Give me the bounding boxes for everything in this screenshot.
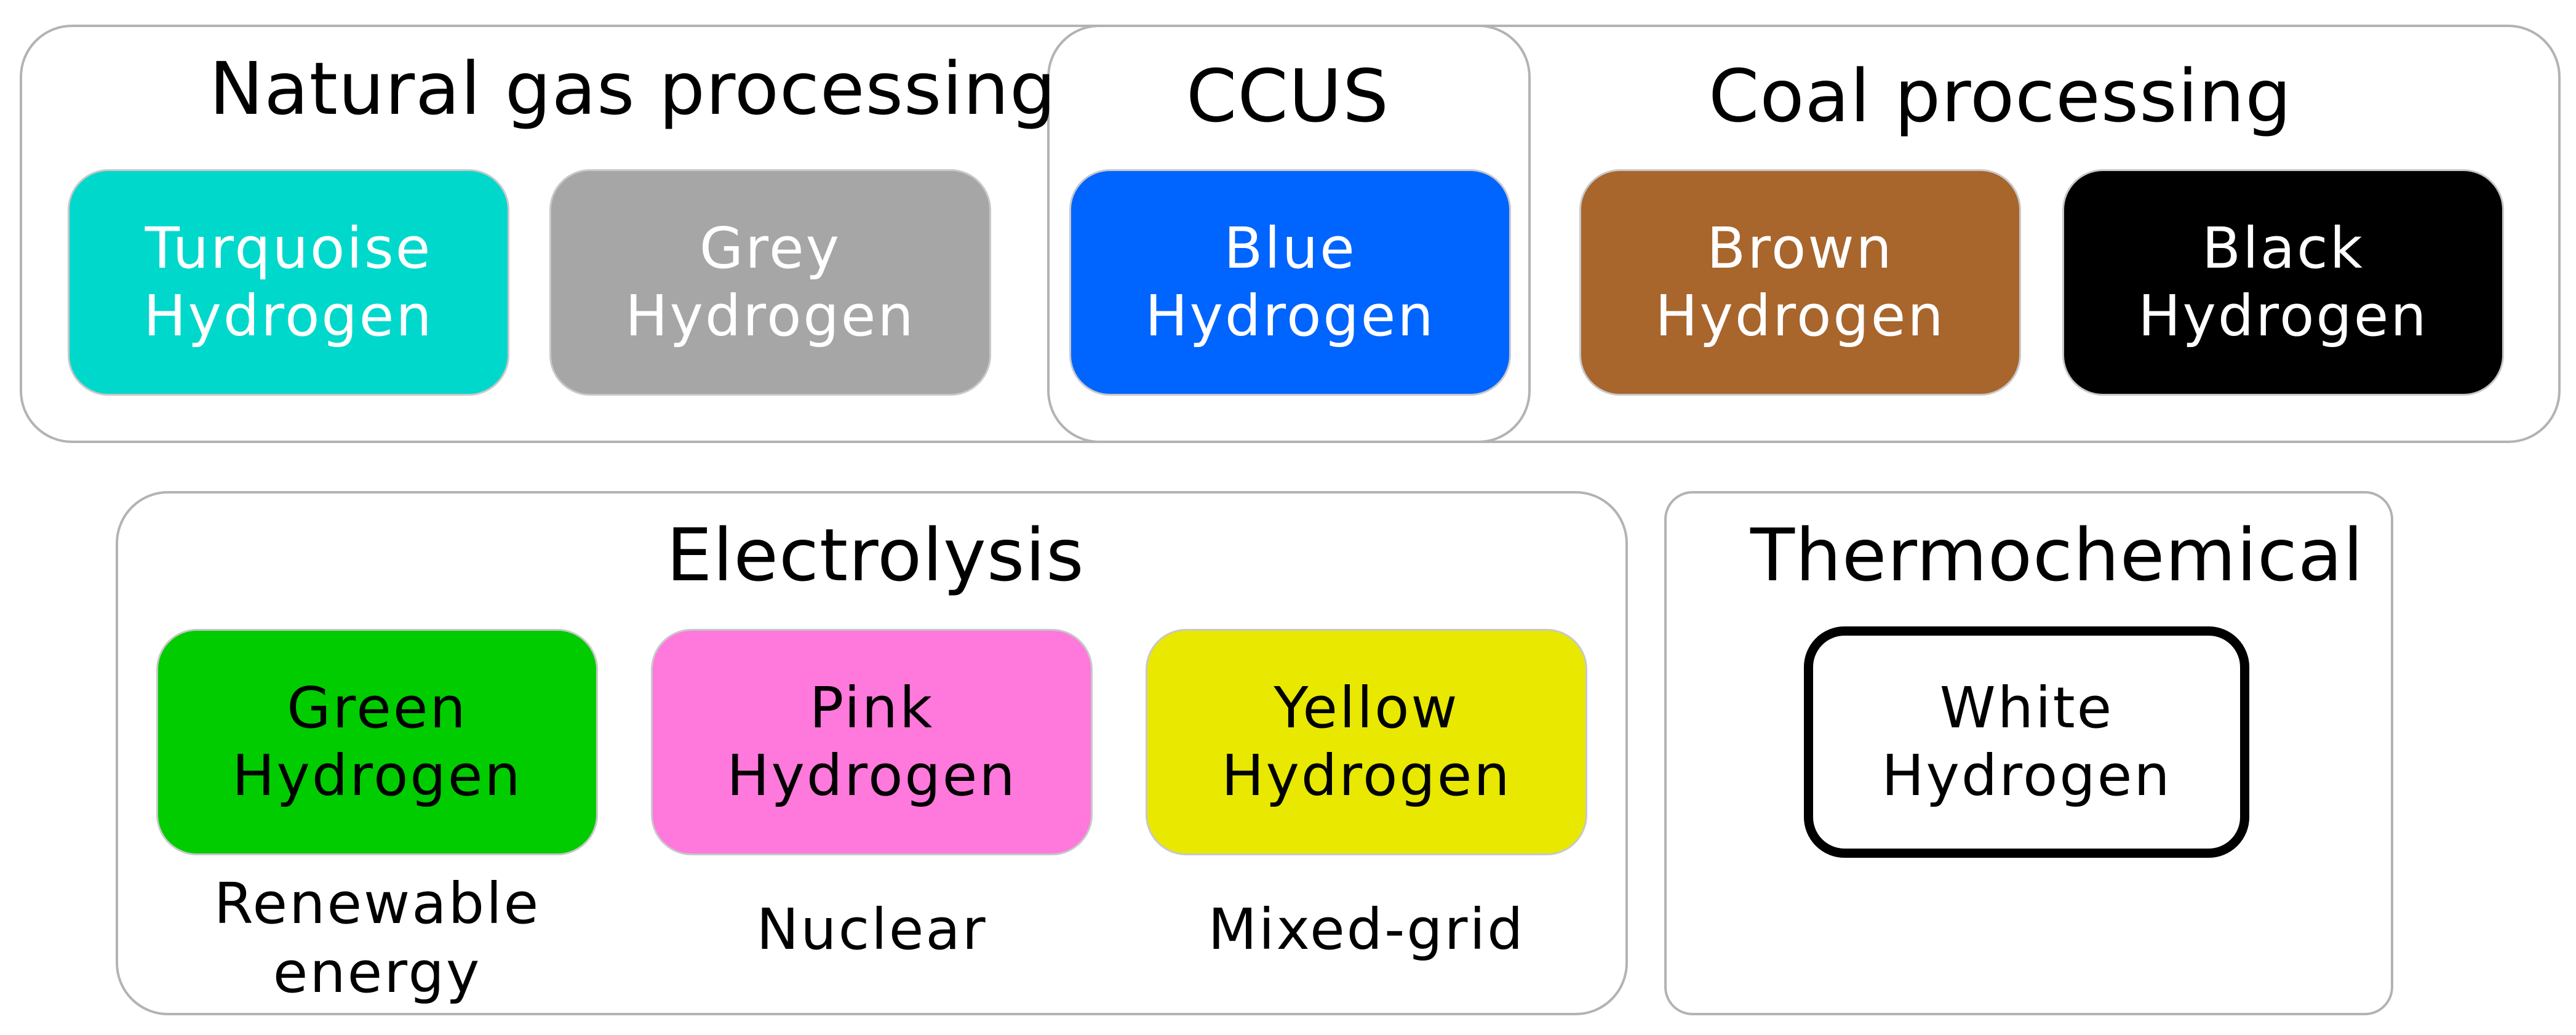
thermochemical-title: Thermochemical (1750, 513, 2364, 597)
ccus-title: CCUS (1186, 54, 1390, 138)
natural-gas-title: Natural gas processing (209, 46, 1056, 131)
thermochemical-group (1664, 491, 2393, 1015)
electrolysis-title: Electrolysis (666, 513, 1085, 597)
ccus-group (1047, 25, 1531, 443)
nuclear-note: Nuclear (756, 897, 987, 962)
electrolysis-group (116, 491, 1628, 1015)
coal-title: Coal processing (1709, 54, 2292, 138)
mixed-grid-note: Mixed-grid (1208, 897, 1525, 962)
